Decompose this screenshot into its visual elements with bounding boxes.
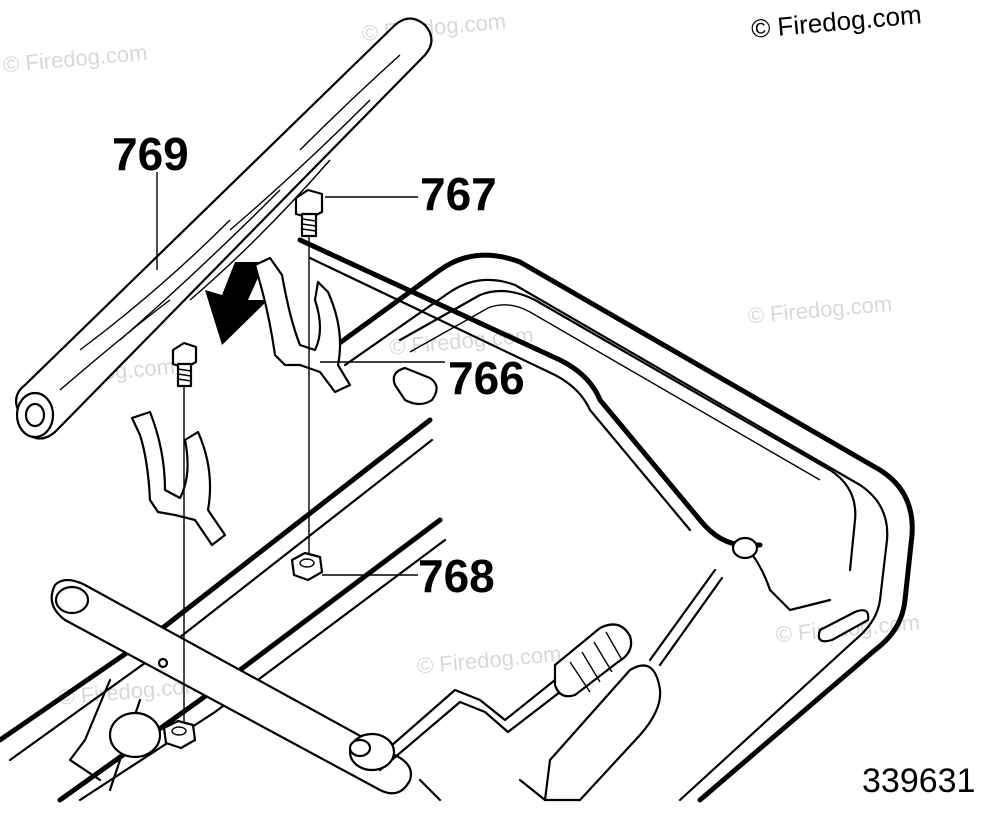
bolt-767 [294,188,324,560]
leader-lines [156,172,445,576]
callout-768: 768 [418,550,495,602]
watermark: © Firedog.com [2,40,148,78]
callout-769: 769 [112,128,189,180]
callout-766: 766 [448,352,525,404]
document-number: 339631 [862,762,975,800]
watermark: © Firedog.com [747,291,893,329]
clip-lower [130,410,227,547]
callout-767: 767 [420,168,497,220]
watermark-layer: © Firedog.com © Firedog.com © Firedog.co… [2,8,921,709]
copyright-text: © Firedog.com [750,0,923,44]
nut-lower [162,719,197,750]
nut-768 [290,551,324,582]
down-arrow-icon [205,262,268,345]
watermark: © Firedog.com [416,641,562,679]
bolt-lower [171,341,198,722]
grip-tube-769 [15,17,433,440]
clip-766 [253,256,352,394]
handle-frame [0,237,915,803]
